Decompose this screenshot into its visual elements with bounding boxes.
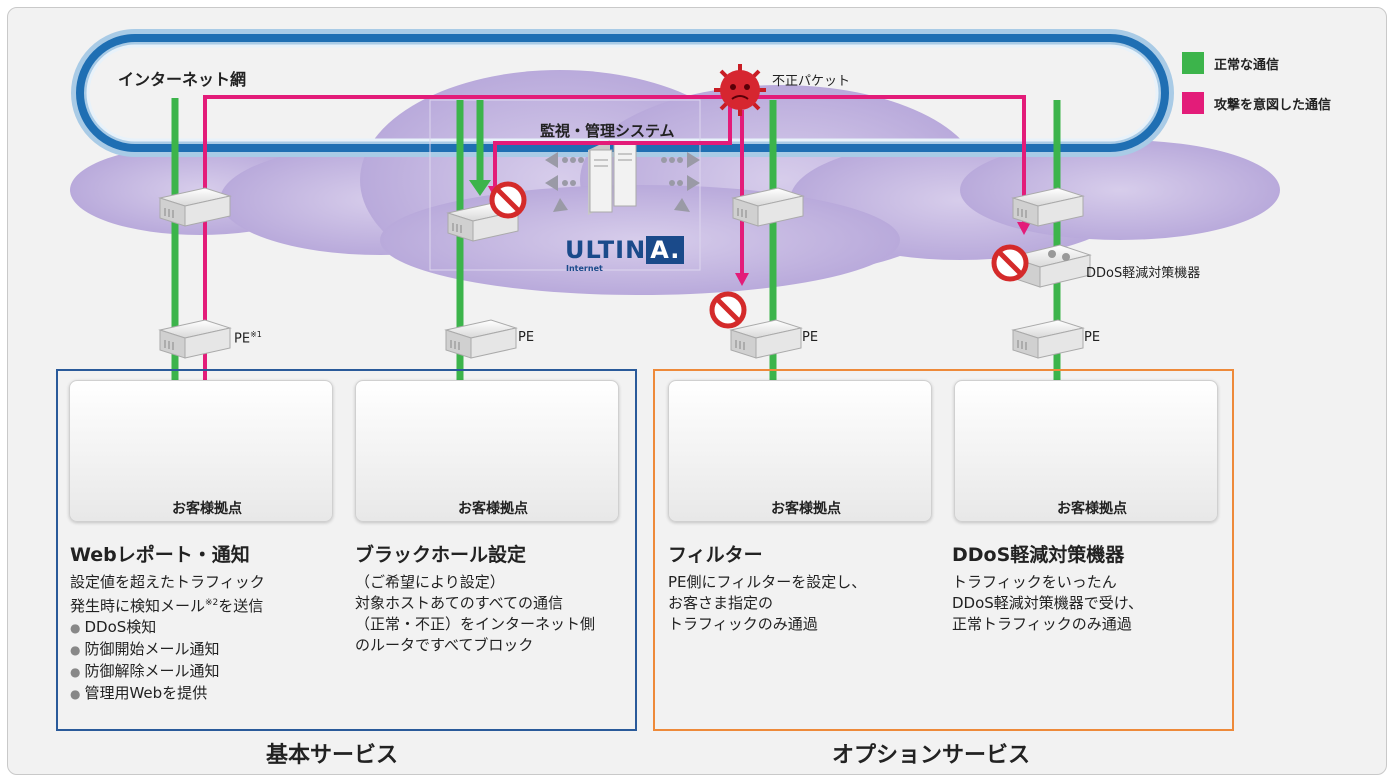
monitor-area (429, 99, 701, 271)
customer-site-card-3 (668, 380, 932, 522)
legend-normal-swatch (1182, 52, 1204, 74)
option-service-label: オプションサービス (832, 743, 1031, 768)
customer-site-card-2 (355, 380, 619, 522)
box-1-desc: 設定値を超えたトラフィック 発生時に検知メール※2を送信 DDoS検知 防御開始… (70, 572, 265, 705)
legend-normal-label: 正常な通信 (1214, 58, 1280, 73)
basic-service-label: 基本サービス (266, 743, 399, 768)
block-icons (489, 181, 1029, 329)
box-2-title: ブラックホール設定 (355, 544, 527, 566)
site-label-1: お客様拠点 (172, 501, 242, 517)
site-label-3: お客様拠点 (771, 501, 841, 517)
box-3-title: フィルター (668, 544, 763, 566)
monitor-system-label: 監視・管理システム (540, 122, 675, 140)
legend-attack-swatch (1182, 92, 1204, 114)
internet-label: インターネット網 (118, 70, 247, 89)
customer-site-card-4 (954, 380, 1218, 522)
pe-label-1: PE※1 (234, 330, 262, 346)
feature-item: 管理用Webを提供 (70, 683, 265, 705)
server-icon (588, 140, 637, 215)
customer-site-card-1 (69, 380, 333, 522)
feature-item: 防御開始メール通知 (70, 639, 265, 661)
bad-packet-label: 不正パケット (772, 74, 851, 89)
box-2-desc: （ご希望により設定） 対象ホストあてのすべての通信 （正常・不正）をインターネッ… (355, 573, 596, 654)
pe-label-4: PE (1084, 330, 1101, 345)
box-3-desc: PE側にフィルターを設定し、 お客さま指定の トラフィックのみ通過 (668, 573, 867, 633)
box-4-desc: トラフィックをいったん DDoS軽減対策機器で受け、 正常トラフィックのみ通過 (952, 573, 1144, 633)
option-service-frame (653, 369, 1234, 731)
monitoring-arrows (545, 152, 700, 212)
box-1-desc-line2a: 発生時に検知メール (70, 597, 206, 615)
box-4-title: DDoS軽減対策機器 (952, 544, 1125, 566)
site-label-4: お客様拠点 (1057, 501, 1127, 517)
site-label-2: お客様拠点 (458, 501, 528, 517)
box-1-title: Webレポート・通知 (70, 544, 250, 566)
basic-service-frame (56, 369, 637, 731)
pe-label-1-text: PE (234, 331, 251, 347)
box-1-desc-line1: 設定値を超えたトラフィック (70, 573, 265, 591)
ultina-logo-main: ULTIN (565, 236, 647, 264)
feature-item: DDoS検知 (70, 617, 265, 639)
attack-traffic-lines (203, 95, 1026, 388)
box-1-desc-note: ※2 (205, 598, 219, 608)
pe-footnote: ※1 (250, 330, 262, 339)
malicious-packet-icon (714, 64, 766, 116)
pe-label-2: PE (518, 330, 535, 345)
box-1-desc-line2b: を送信 (218, 597, 264, 615)
ultina-logo-sub: Internet (566, 264, 603, 273)
box-1-desc-line2: 発生時に検知メール※2を送信 (70, 593, 265, 617)
ddos-device-label: DDoS軽減対策機器 (1086, 266, 1201, 281)
feature-item: 防御解除メール通知 (70, 661, 265, 683)
ultina-logo-accent: A. (646, 236, 685, 264)
pe-label-3: PE (802, 330, 819, 345)
legend-attack-label: 攻撃を意図した通信 (1214, 98, 1332, 113)
